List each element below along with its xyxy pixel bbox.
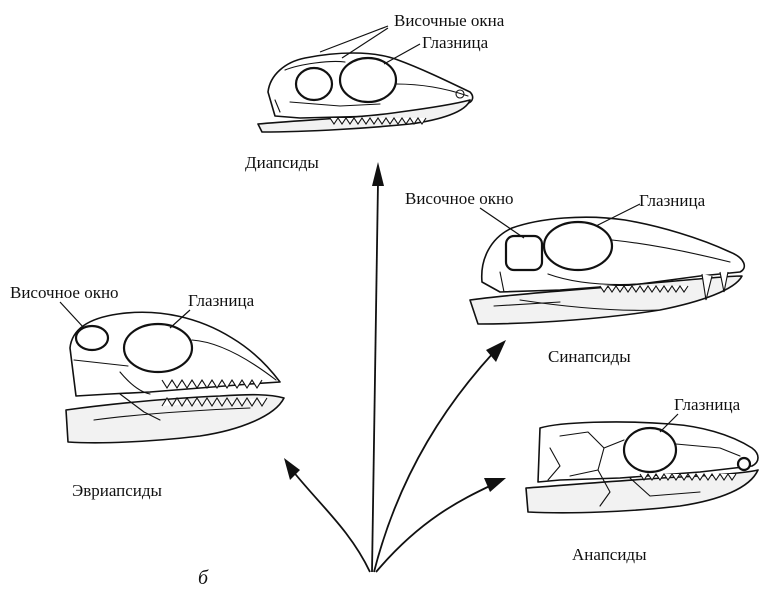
arrowhead-anapsida xyxy=(484,478,506,492)
synapsida-orbit xyxy=(544,222,612,270)
synapsida-label-temporal: Височное окно xyxy=(405,189,514,208)
euryapsida-leader-temporal xyxy=(60,302,84,328)
euryapsida-orbit xyxy=(124,324,192,372)
diapsida-label-temporal: Височные окна xyxy=(394,11,505,30)
radiation-arrows xyxy=(284,162,506,572)
diapsida-name: Диапсиды xyxy=(245,153,319,172)
synapsida-name: Синапсиды xyxy=(548,347,631,366)
anapsida-nostril xyxy=(738,458,750,470)
skull-euryapsida xyxy=(66,312,284,442)
skull-diapsida xyxy=(258,53,473,132)
arrow-to-diapsida xyxy=(372,182,378,572)
skull-anapsida xyxy=(526,422,758,513)
panel-letter: б xyxy=(198,567,209,589)
diapsida-temporal-opening xyxy=(296,68,332,100)
arrowhead-diapsida xyxy=(372,162,384,186)
diapsida-leader-temporal-1 xyxy=(320,26,388,52)
diapsida-orbit xyxy=(340,58,396,102)
arrow-to-anapsida xyxy=(376,484,494,572)
anapsida-label-orbit: Глазница xyxy=(674,395,741,414)
euryapsida-label-orbit: Глазница xyxy=(188,291,255,310)
arrow-to-euryapsida xyxy=(292,470,370,572)
synapsida-temporal-opening xyxy=(506,236,542,270)
anapsida-name: Анапсиды xyxy=(572,545,647,564)
arrow-to-synapsida xyxy=(374,352,494,572)
euryapsida-label-temporal: Височное окно xyxy=(10,283,119,302)
anapsida-orbit xyxy=(624,428,676,472)
euryapsida-temporal-opening xyxy=(76,326,108,350)
skull-synapsida xyxy=(470,217,744,324)
euryapsida-name: Эвриапсиды xyxy=(72,481,163,500)
synapsida-label-orbit: Глазница xyxy=(639,191,706,210)
diapsida-label-orbit: Глазница xyxy=(422,33,489,52)
